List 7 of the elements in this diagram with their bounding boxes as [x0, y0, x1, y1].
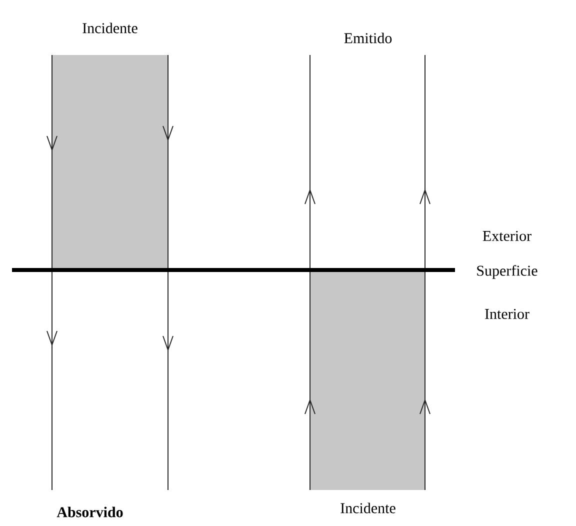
text-label: Superficie — [477, 265, 538, 279]
text-label: Absorvido — [56, 506, 123, 518]
text-label: Incidente — [82, 22, 138, 34]
text-label: Interior — [485, 308, 530, 320]
text-label: Incidente — [340, 502, 396, 514]
text-label: Exterior — [482, 230, 532, 242]
text-label: Emitido — [344, 32, 392, 44]
